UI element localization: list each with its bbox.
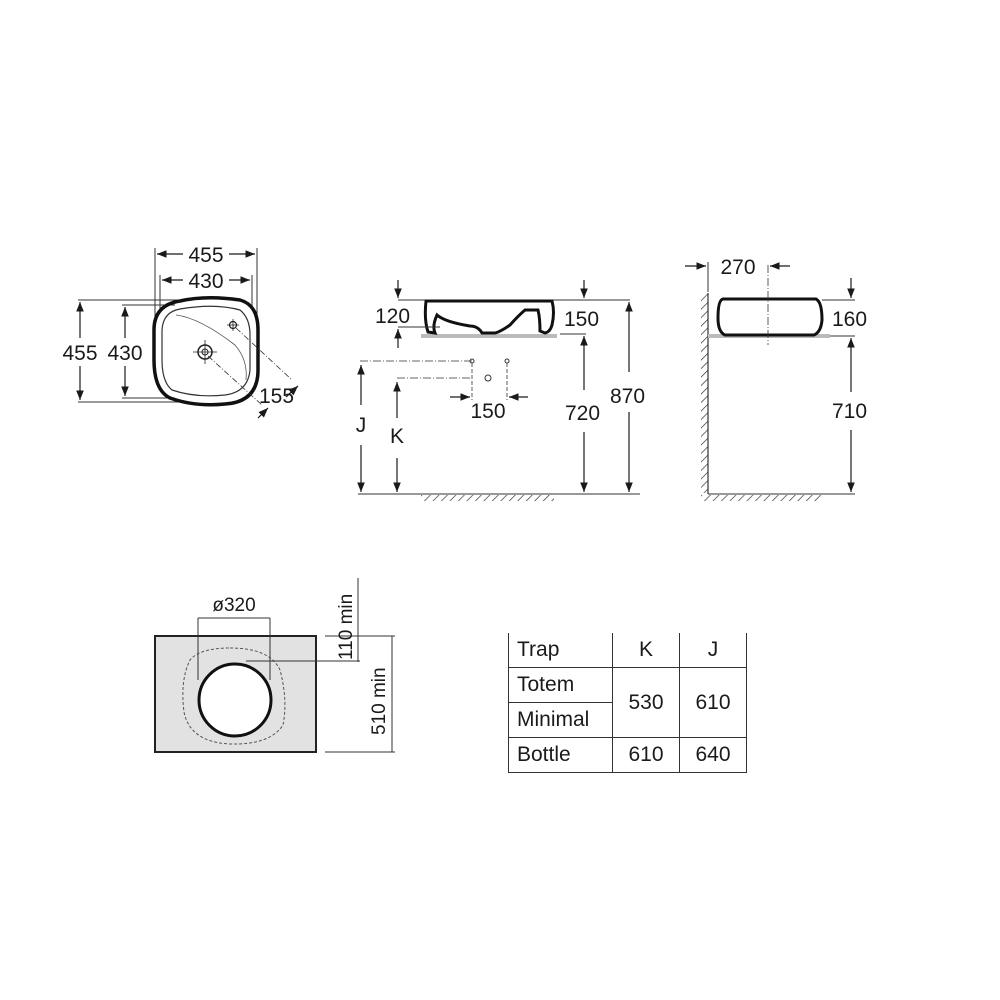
table-row: Totem 530 610: [508, 667, 747, 738]
basin-height-left-label: 120: [375, 305, 410, 328]
countertop: [421, 334, 557, 338]
k-value: 530: [612, 667, 680, 738]
top-view: 455 430 455 430 155: [62, 244, 299, 419]
depth-min-label: 510 min: [369, 667, 390, 735]
header-j: J: [679, 633, 747, 668]
width-outer-label: 455: [188, 244, 223, 267]
trap-name: Minimal: [508, 702, 613, 738]
table-row: Bottle 610 640: [508, 737, 747, 773]
table-header-row: Trap K J: [508, 633, 747, 668]
header-k: K: [612, 633, 680, 668]
trap-name: Bottle: [508, 737, 613, 773]
depth-outer-label: 455: [62, 342, 97, 365]
depth-inner-label: 430: [107, 342, 142, 365]
j-value: 610: [679, 667, 747, 738]
trap-table: Trap K J Totem 530 610 Minimal Bottle 61…: [508, 633, 747, 773]
tap-offset-label: 155: [259, 385, 294, 408]
tap-spacing-label: 150: [470, 400, 505, 423]
basin-front-icon: [423, 299, 555, 335]
counter-height-label: 720: [565, 402, 600, 425]
floor-hatch: [421, 495, 554, 501]
wall-distance-label: 270: [720, 256, 755, 279]
side-view: 270 160 710: [685, 256, 867, 501]
basin-outline-icon: [152, 296, 260, 407]
front-view: 120 150 720 870 150 J K: [356, 280, 645, 501]
table-row: Minimal: [508, 702, 747, 738]
trap-name: Totem: [508, 667, 613, 703]
cutout-circle-icon: [197, 662, 273, 738]
width-inner-label: 430: [188, 270, 223, 293]
basin-side-icon: [716, 297, 824, 337]
dim-j-label: J: [356, 414, 367, 437]
side-counter-height-label: 710: [832, 400, 867, 423]
side-basin-height-label: 160: [832, 308, 867, 331]
dim-k-label: K: [390, 425, 404, 448]
j-value: 640: [679, 737, 747, 773]
basin-height-right-label: 150: [564, 308, 599, 331]
total-height-label: 870: [610, 385, 645, 408]
wall-hatch: [701, 293, 708, 493]
cutout-diameter-label: ø320: [212, 595, 255, 616]
edge-min-label: 110 min: [336, 594, 357, 660]
k-value: 610: [612, 737, 680, 773]
cutout-view: ø320 110 min 510 min: [154, 578, 395, 753]
header-trap: Trap: [508, 633, 613, 668]
